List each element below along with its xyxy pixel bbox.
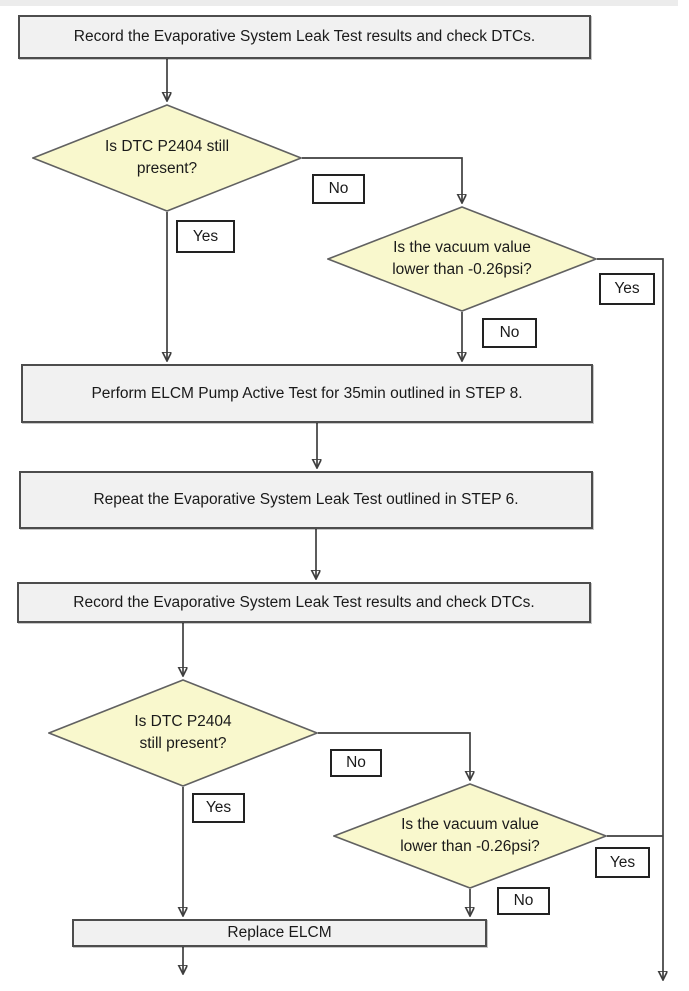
branch-label-no-1: No xyxy=(312,174,365,204)
process-box-perform-elcm-test: Perform ELCM Pump Active Test for 35min … xyxy=(21,364,593,423)
branch-label-yes-2: Yes xyxy=(192,793,245,823)
branch-label-yes-right-2: Yes xyxy=(595,847,650,878)
process-box-label: Replace ELCM xyxy=(227,924,332,942)
decision-vacuum-value-1: Is the vacuum value lower than -0.26psi? xyxy=(327,206,597,312)
decision-line: still present? xyxy=(139,735,227,752)
branch-label-no-3: No xyxy=(330,749,382,777)
arrow-dtc2-no-to-vacuum2 xyxy=(318,732,470,780)
decision-line: Is DTC P2404 still xyxy=(104,137,230,155)
decision-line: lower than -0.26psi? xyxy=(400,838,540,855)
process-box-replace-elcm: Replace ELCM xyxy=(72,919,487,947)
process-box-label: Perform ELCM Pump Active Test for 35min … xyxy=(91,384,523,402)
decision-dtc-present-1: Is DTC P2404 still present? xyxy=(32,104,302,212)
process-box-label: Record the Evaporative System Leak Test … xyxy=(73,28,536,46)
arrow-vacuum1-yes-down-right xyxy=(597,258,663,980)
decision-line: Is the vacuum value xyxy=(393,238,531,256)
decision-line: Is DTC P2404 xyxy=(134,712,232,730)
decision-text: Is the vacuum value lower than -0.26psi? xyxy=(327,206,597,312)
process-box-record-results-1: Record the Evaporative System Leak Test … xyxy=(18,15,591,59)
diamond-shape xyxy=(327,206,597,312)
process-box-label: Record the Evaporative System Leak Test … xyxy=(73,593,535,611)
top-edge-band xyxy=(0,0,678,6)
decision-vacuum-value-2: Is the vacuum value lower than -0.26psi? xyxy=(333,783,607,889)
decision-dtc-present-2: Is DTC P2404 still present? xyxy=(48,679,318,787)
diamond-shape xyxy=(32,104,302,212)
process-box-record-results-2: Record the Evaporative System Leak Test … xyxy=(17,582,591,623)
process-box-label: Repeat the Evaporative System Leak Test … xyxy=(93,491,519,509)
diamond-shape xyxy=(48,679,318,787)
branch-label-yes-right-1: Yes xyxy=(599,273,655,305)
decision-text: Is the vacuum value lower than -0.26psi? xyxy=(333,783,607,889)
diamond-shape xyxy=(333,783,607,889)
process-box-repeat-leak-test: Repeat the Evaporative System Leak Test … xyxy=(19,471,593,529)
decision-text: Is DTC P2404 still present? xyxy=(48,679,318,787)
decision-line: Is the vacuum value xyxy=(401,815,539,833)
decision-line: lower than -0.26psi? xyxy=(392,261,532,278)
branch-label-no-4: No xyxy=(497,887,550,915)
decision-line: present? xyxy=(136,160,198,177)
branch-label-no-2: No xyxy=(482,318,537,348)
branch-label-yes-1: Yes xyxy=(176,220,235,253)
arrow-dtc1-no-to-vacuum1 xyxy=(302,157,462,203)
decision-text: Is DTC P2404 still present? xyxy=(32,104,302,212)
